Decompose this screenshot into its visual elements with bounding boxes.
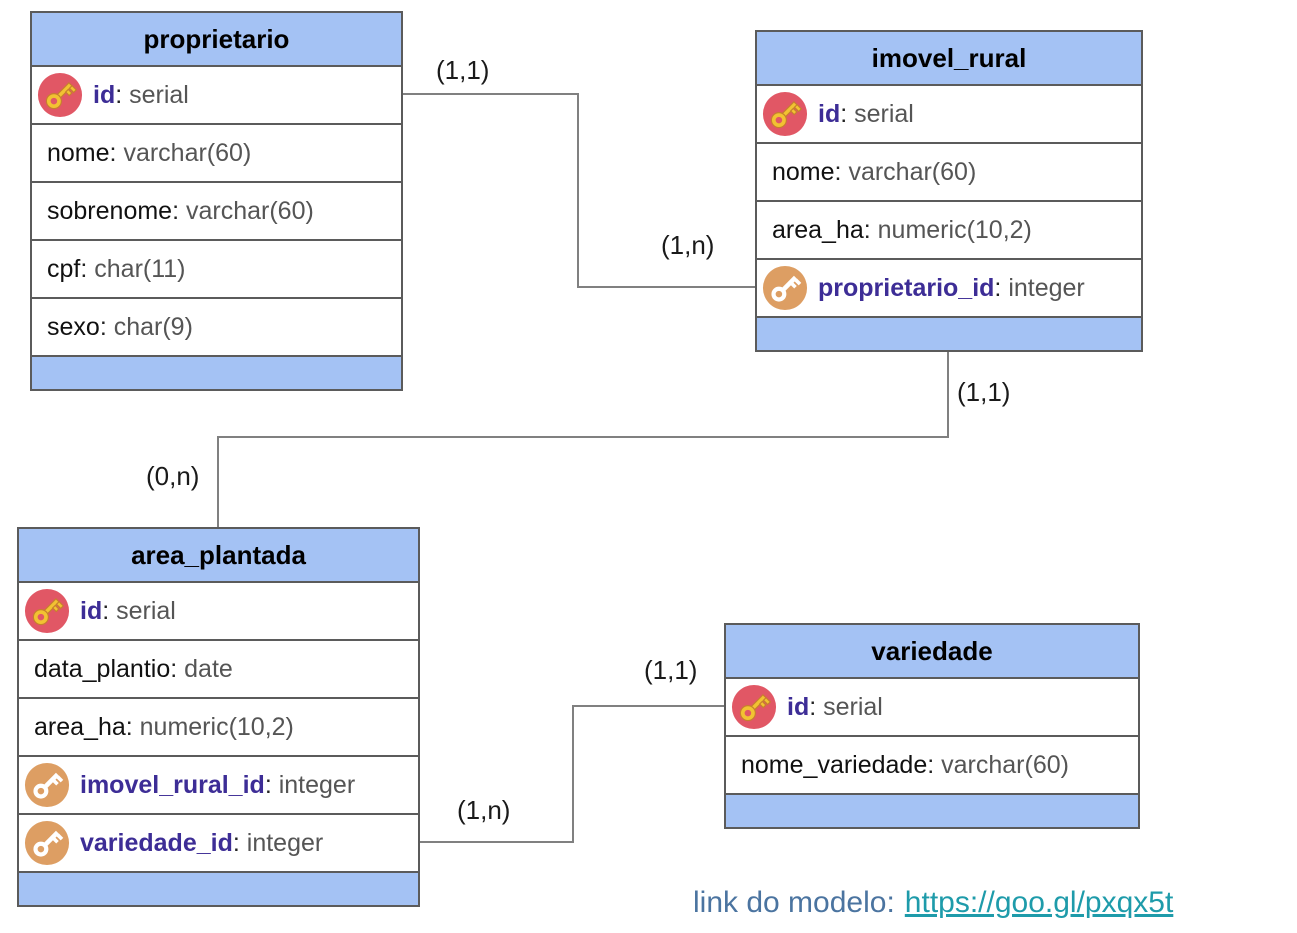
cardinality-label-imovel-rural-bottom: (1,1) (957, 377, 1011, 407)
field-name: nome (772, 157, 835, 186)
field-row-area_ha: area_ha: numeric(10,2) (19, 699, 418, 757)
field-name: sexo (47, 312, 100, 341)
field-type: numeric(10,2) (132, 712, 294, 741)
field-row-area_ha: area_ha: numeric(10,2) (757, 202, 1141, 260)
field-colon: : (994, 273, 1002, 302)
field-row-nome_variedade: nome_variedade: varchar(60) (726, 737, 1138, 795)
field-type: serial (847, 99, 914, 128)
primary-key-icon (731, 684, 777, 730)
model-link-note: link do modelo: https://goo.gl/pxqx5t (693, 886, 1173, 920)
field-type: integer (271, 770, 356, 799)
field-type: serial (816, 692, 883, 721)
field-row-id: id: serial (32, 67, 401, 125)
field-type: char(9) (106, 312, 193, 341)
table-title: imovel_rural (757, 32, 1141, 86)
field-colon: : (264, 770, 272, 799)
table-footer-bar (32, 357, 401, 389)
table-footer-bar (726, 795, 1138, 827)
field-name: nome_variedade (741, 750, 928, 779)
model-link-label: link do modelo: (693, 886, 895, 919)
relationship-line-imovel-rural-area-plantada (217, 350, 949, 527)
field-name: imovel_rural_id (80, 770, 265, 799)
field-colon: : (80, 254, 88, 283)
field-colon: : (170, 654, 178, 683)
field-name: proprietario_id (818, 273, 995, 302)
field-row-id: id: serial (726, 679, 1138, 737)
foreign-key-icon (24, 762, 70, 808)
table-title: proprietario (32, 13, 401, 67)
field-type: varchar(60) (841, 157, 977, 186)
field-colon: : (125, 712, 133, 741)
field-name: id (80, 596, 103, 625)
relationship-line-area-plantada-variedade (420, 705, 724, 843)
table-title: area_plantada (19, 529, 418, 583)
field-row-id: id: serial (19, 583, 418, 641)
field-colon: : (809, 692, 817, 721)
field-name: id (93, 80, 116, 109)
field-name: cpf (47, 254, 81, 283)
field-type: integer (239, 828, 324, 857)
field-colon: : (99, 312, 107, 341)
field-type: numeric(10,2) (870, 215, 1032, 244)
field-type: integer (1001, 273, 1085, 302)
field-row-cpf: cpf: char(11) (32, 241, 401, 299)
relationship-line-proprietario-imovel-rural (403, 93, 755, 288)
foreign-key-icon (24, 820, 70, 866)
model-link[interactable]: https://goo.gl/pxqx5t (904, 886, 1174, 919)
field-name: data_plantio (34, 654, 171, 683)
field-row-nome: nome: varchar(60) (32, 125, 401, 183)
field-colon: : (834, 157, 842, 186)
table-footer-bar (757, 318, 1141, 350)
field-type: varchar(60) (116, 138, 252, 167)
field-colon: : (102, 596, 110, 625)
cardinality-label-area-plantada-top: (0,n) (146, 461, 200, 491)
table-footer-bar (19, 873, 418, 905)
primary-key-icon (24, 588, 70, 634)
field-row-proprietario_id: proprietario_id: integer (757, 260, 1141, 318)
field-colon: : (115, 80, 123, 109)
field-name: nome (47, 138, 110, 167)
field-colon: : (927, 750, 935, 779)
field-row-id: id: serial (757, 86, 1141, 144)
field-row-variedade_id: variedade_id: integer (19, 815, 418, 873)
field-colon: : (109, 138, 117, 167)
field-type: char(11) (87, 254, 186, 283)
field-row-data_plantio: data_plantio: date (19, 641, 418, 699)
cardinality-label-imovel-rural-side: (1,n) (661, 230, 715, 260)
field-name: area_ha (772, 215, 864, 244)
field-name: area_ha (34, 712, 126, 741)
field-type: serial (122, 80, 189, 109)
field-type: varchar(60) (934, 750, 1069, 779)
field-row-sobrenome: sobrenome: varchar(60) (32, 183, 401, 241)
field-row-imovel_rural_id: imovel_rural_id: integer (19, 757, 418, 815)
foreign-key-icon (762, 265, 808, 311)
field-row-sexo: sexo: char(9) (32, 299, 401, 357)
field-colon: : (232, 828, 240, 857)
field-row-nome: nome: varchar(60) (757, 144, 1141, 202)
field-type: serial (109, 596, 176, 625)
field-colon: : (863, 215, 871, 244)
field-colon: : (172, 196, 180, 225)
cardinality-label-variedade-side: (1,1) (644, 655, 698, 685)
field-type: varchar(60) (179, 196, 314, 225)
cardinality-label-area-plantada-side: (1,n) (457, 795, 511, 825)
primary-key-icon (37, 72, 83, 118)
field-name: sobrenome (47, 196, 173, 225)
cardinality-label-proprietario-side: (1,1) (436, 55, 490, 85)
field-name: id (787, 692, 810, 721)
field-type: date (177, 654, 233, 683)
field-name: id (818, 99, 841, 128)
field-colon: : (840, 99, 848, 128)
table-title: variedade (726, 625, 1138, 679)
primary-key-icon (762, 91, 808, 137)
field-name: variedade_id (80, 828, 233, 857)
